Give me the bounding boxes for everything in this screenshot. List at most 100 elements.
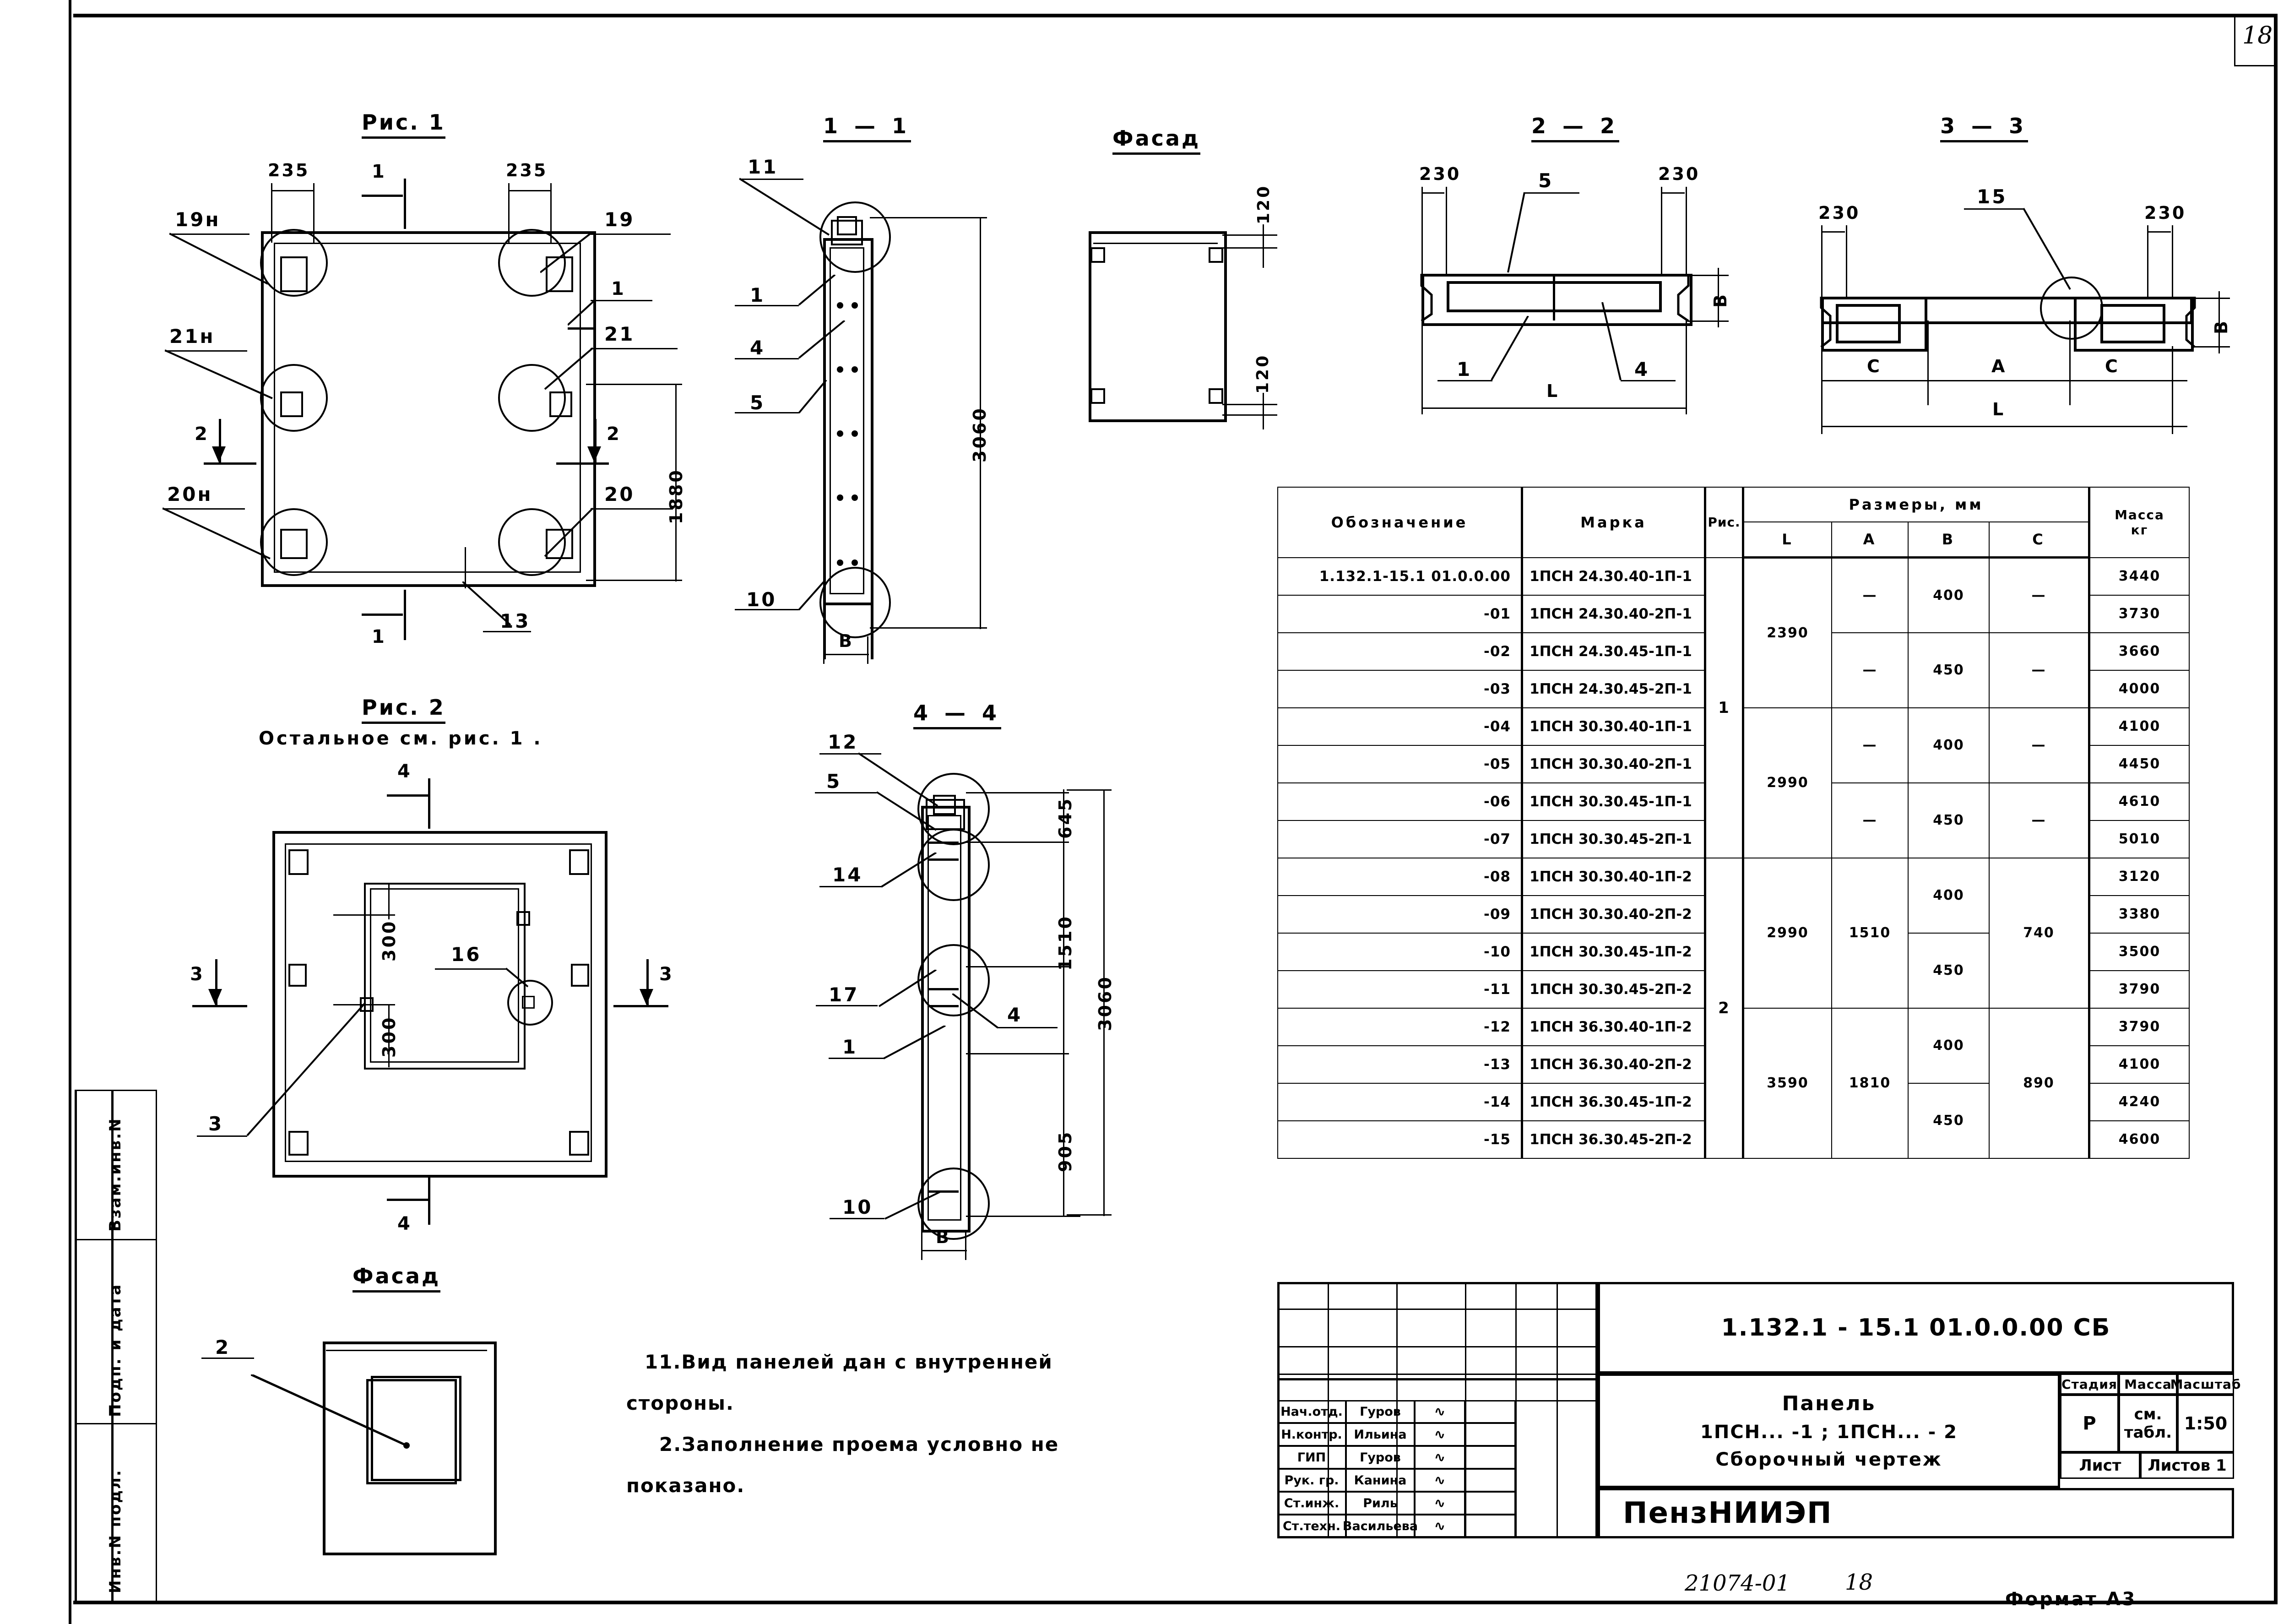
fig2-corner-tl — [288, 849, 309, 875]
sec33-dim-C-right: C — [2105, 356, 2120, 376]
sec22-dim-L: L — [1546, 381, 1560, 401]
signature-date — [1465, 1400, 1515, 1423]
signature-name: Ильина — [1346, 1423, 1415, 1446]
th-mark: Марка — [1521, 487, 1706, 558]
sec22-title: 2 — 2 — [1531, 114, 1620, 142]
sec44-leader-14 — [819, 886, 881, 887]
cell-mass: 3660 — [2088, 632, 2190, 671]
stage-value: Р — [2060, 1395, 2119, 1452]
cell-mass: 5010 — [2088, 820, 2190, 858]
fig1-sec-mark-2-left: 2 — [195, 424, 209, 445]
sec22-leader-5-line — [1507, 192, 1525, 273]
facade-top-dim2-ext2 — [1222, 414, 1277, 416]
fig1-sec-mark-2-right: 2 — [607, 424, 621, 445]
cell-L: 3590 — [1742, 1007, 1832, 1159]
drawing-name: Панель 1ПСН... -1 ; 1ПСН... - 2 Сборочны… — [1598, 1374, 2060, 1488]
rev-col-1 — [1328, 1282, 1329, 1538]
cell-designation: -11 — [1277, 970, 1523, 1009]
sec33-chamfer-right — [2185, 297, 2196, 348]
cell-mass: 3500 — [2088, 932, 2190, 971]
fig1-detail-circle-21 — [498, 364, 566, 432]
sec22-leader-4-line — [1601, 302, 1622, 380]
rev-col-5 — [1557, 1282, 1558, 1538]
facade-top-dim2-ext1 — [1222, 404, 1277, 405]
fig2-sec-mark-4-top: 4 — [397, 761, 412, 782]
drawing-name-line3: Сборочный чертеж — [1715, 1449, 1942, 1470]
frame-top — [43, 14, 2278, 17]
cell-designation: -12 — [1277, 1007, 1523, 1046]
cell-mass: 4100 — [2088, 1045, 2190, 1084]
rev-col-2 — [1396, 1282, 1398, 1538]
fig1-sec2-left-arrow — [212, 446, 226, 462]
th-sizes: Размеры, мм — [1742, 487, 2090, 522]
signature-mark: ∿ — [1415, 1515, 1465, 1537]
cell-mass: 3790 — [2088, 1007, 2190, 1046]
sec33-dimCAC-ext2 — [2069, 320, 2071, 405]
cell-mass: 4600 — [2088, 1120, 2190, 1159]
sec44-dim-ext-f — [966, 1216, 1080, 1217]
margin-block-1: Подп. и дата — [106, 1283, 125, 1417]
fig2-sec3-right-arrow — [640, 989, 653, 1005]
sec11-detail-circle-10 — [819, 567, 891, 638]
sec11-rebar-2 — [852, 302, 858, 309]
sec11-rebar-3 — [837, 366, 843, 373]
sec44-dim-905: 905 — [1055, 1130, 1075, 1172]
cell-fig: 1 — [1704, 557, 1744, 858]
sec44-leader-4 — [998, 1027, 1058, 1028]
rev-col-4 — [1515, 1282, 1517, 1538]
signature-date — [1465, 1423, 1515, 1446]
sec33-dimCAC-line — [1821, 380, 2187, 381]
fig2-opening-inner — [370, 888, 519, 1063]
margin-col-left — [75, 1090, 77, 1601]
sec22-bar-right — [1659, 281, 1662, 312]
organization: ПензНИИЭП — [1598, 1488, 2234, 1538]
sec22-label-1: 1 — [1457, 358, 1472, 380]
fig1-label-1: 1 — [611, 278, 626, 299]
signature-role: Рук. гр. — [1277, 1469, 1346, 1492]
cell-mass: 4450 — [2088, 744, 2190, 783]
facade-top-anchor-tl — [1090, 247, 1105, 263]
fig2-detail-16-plate — [522, 996, 535, 1009]
sec11-dimB-ext1 — [823, 636, 824, 664]
cell-mass: 3440 — [2088, 557, 2190, 596]
sec44-label-1: 1 — [842, 1036, 858, 1058]
sec44-dimB-ext2 — [965, 1233, 966, 1260]
cell-A: — — [1831, 632, 1909, 708]
mass-label: Масса — [2119, 1374, 2177, 1395]
fig2-leader-3 — [197, 1135, 247, 1137]
fig1-label-21n: 21н — [169, 325, 215, 348]
fig2-label-3: 3 — [208, 1113, 224, 1135]
fig1-dim235R-ext1 — [508, 183, 510, 243]
fig1-dim235L-line — [271, 190, 315, 191]
sec33-dimCAC-ext3 — [2172, 346, 2173, 406]
cell-B: 400 — [1908, 557, 1990, 633]
sec11-leader-11-line — [739, 178, 830, 236]
fig1-label-20n: 20н — [167, 483, 213, 505]
sec22-dim-230-left: 230 — [1419, 164, 1461, 184]
fig1-detail-circle-20 — [498, 508, 566, 576]
sec33-dim230R-ext1 — [2147, 225, 2148, 299]
sec33-title: 3 — 3 — [1940, 114, 2029, 142]
cell-designation: -01 — [1277, 594, 1523, 633]
fig2-dim300a-line — [388, 884, 390, 919]
sec33-dimB-ext1 — [2191, 298, 2230, 299]
cell-B: 400 — [1908, 857, 1990, 934]
sec22-leader-1-line — [1491, 316, 1529, 380]
fig2-sec4-bot-arrow — [387, 1199, 428, 1201]
sec44-dimB-ext1 — [921, 1233, 922, 1260]
cell-mark: 1ПСН 24.30.45-1П-1 — [1521, 632, 1706, 671]
sec33-dim-230-left: 230 — [1818, 203, 1860, 223]
signature-role: Ст.инж. — [1277, 1492, 1346, 1515]
signature-name: Риль — [1346, 1492, 1415, 1515]
sec22-leader-4 — [1621, 380, 1676, 381]
fig1-label-20: 20 — [604, 483, 635, 505]
sec22-body — [1421, 274, 1692, 326]
sec33-dim-230-right: 230 — [2144, 203, 2186, 223]
sec33-dim230R-ext2 — [2172, 225, 2173, 299]
th-designation: Обозначение — [1277, 487, 1523, 558]
sec22-dim-230-right: 230 — [1658, 164, 1700, 184]
